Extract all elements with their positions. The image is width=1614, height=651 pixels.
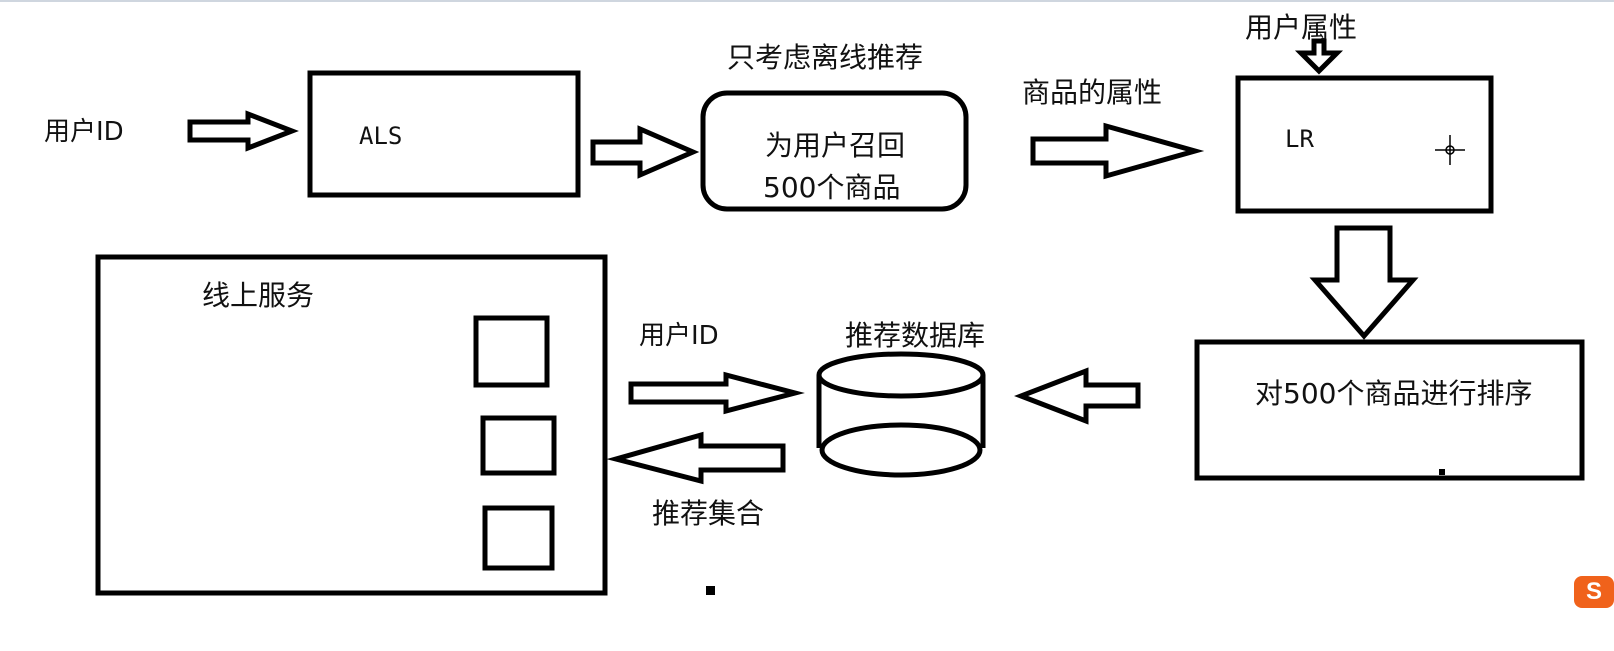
als-label: ALS: [359, 122, 403, 150]
user-id-bottom-label: 用户ID: [639, 321, 719, 351]
user-attributes-label: 用户属性: [1245, 11, 1358, 44]
arrow-lr-to-sort: [1309, 225, 1419, 340]
user-id-top-label: 用户ID: [44, 117, 124, 147]
item-attributes-label: 商品的属性: [1022, 76, 1163, 109]
lr-label: LR: [1285, 125, 1314, 153]
online-service-label: 线上服务: [202, 279, 315, 312]
service-slot-1: [473, 315, 550, 388]
database-cylinder: [816, 351, 986, 478]
recall-box: [700, 90, 969, 212]
arrow-als-to-recall: [590, 125, 700, 179]
sort-label: 对500个商品进行排序: [1255, 377, 1533, 410]
sort-box: [1194, 339, 1585, 481]
arrow-sort-to-db: [1014, 367, 1141, 425]
als-box: [307, 70, 581, 198]
arrow-recall-to-lr: [1030, 122, 1205, 180]
sogou-input-icon[interactable]: S: [1574, 576, 1614, 608]
recall-line2-label: 500个商品: [763, 171, 901, 204]
arrow-userattr-to-lr: [1294, 38, 1344, 75]
recall-line1-label: 为用户召回: [765, 129, 906, 162]
dot-mark-bottom: [706, 586, 715, 595]
badge-letter: S: [1585, 578, 1602, 605]
arrow-userid-to-db: [628, 371, 805, 415]
arrow-userid-to-als: [187, 110, 299, 152]
service-slot-2: [480, 415, 557, 476]
online-service-box: [95, 254, 608, 596]
arrow-db-to-online: [606, 431, 786, 485]
lr-box: [1235, 75, 1494, 214]
service-slot-3: [482, 505, 555, 571]
offline-only-label: 只考虑离线推荐: [727, 41, 924, 74]
recommend-set-label: 推荐集合: [652, 497, 765, 530]
window-top-border: [0, 0, 1614, 2]
crosshair-icon: [1435, 135, 1465, 165]
dot-mark-sort: [1439, 469, 1445, 475]
recommend-db-label: 推荐数据库: [845, 319, 986, 352]
